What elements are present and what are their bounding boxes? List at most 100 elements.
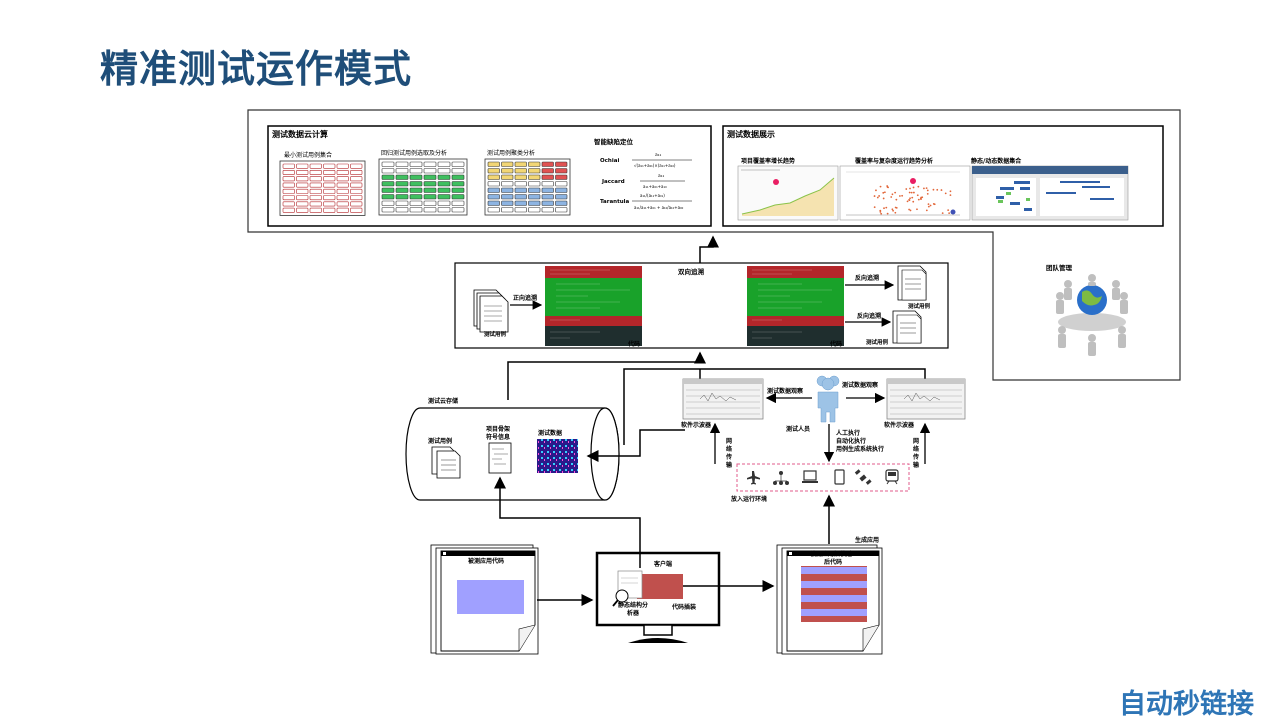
instrumented-label-1: 被测应用插装过	[810, 550, 852, 558]
backward-label-2: 反向追溯	[857, 312, 881, 320]
case-right-label-2: 测试用例	[866, 338, 889, 346]
formula-tarantula: Tarantula	[600, 199, 630, 205]
code-panel-1	[545, 266, 642, 346]
formula-ochiai: Ochiai	[600, 158, 619, 164]
satellite-icon	[854, 469, 872, 485]
runtime-env-box	[736, 463, 910, 492]
magnifier-doc-icon	[612, 570, 643, 607]
skeleton-doc-icon	[488, 442, 512, 474]
tablet-icon	[834, 469, 845, 485]
coverage-complexity-chart	[839, 165, 971, 221]
backward-label-1: 反向追溯	[855, 274, 879, 282]
trace-panel: 双向追溯 测试用例 正向追溯 代码	[454, 262, 949, 349]
svg-text:网: 网	[726, 437, 732, 445]
fault-locate-label: 智能缺陷定位	[594, 137, 634, 146]
coverage-complexity-label: 覆盖率与复杂度运行趋势分析	[854, 157, 933, 165]
device-icons	[747, 469, 899, 485]
team-meeting-icon	[1056, 274, 1128, 356]
bidirectional-label: 双向追溯	[678, 267, 705, 276]
static-dynamic-chart	[971, 165, 1129, 221]
storage-cases-label: 测试用例	[428, 437, 452, 445]
train-icon	[885, 469, 899, 485]
case-doc-left-icon	[473, 289, 509, 333]
code-label-2: 代码	[829, 340, 842, 348]
svg-text:a₁₁+a₀₁+a₁₀: a₁₁+a₀₁+a₁₀	[643, 184, 667, 189]
regression-table	[378, 158, 468, 216]
cluster-analysis-label: 测试用例聚类分析	[487, 149, 535, 157]
team-label: 团队管理	[1046, 263, 1073, 272]
cluster-table	[484, 158, 571, 216]
source-code-block	[457, 580, 524, 614]
source-code-doc	[430, 544, 539, 655]
instrument-label: 代码插装	[671, 603, 696, 611]
skeleton-label-1: 项目骨架	[486, 425, 510, 433]
svg-text:a₁₁: a₁₁	[658, 174, 665, 179]
top-outer-frame	[247, 109, 1181, 381]
display-title: 测试数据展示	[727, 129, 775, 139]
instrumented-label-2: 后代码	[824, 558, 842, 566]
static-analysis-label-1: 静态结构分	[618, 601, 648, 609]
exec-line-1: 人工执行	[836, 429, 860, 437]
storage-title: 测试云存储	[428, 397, 458, 405]
regression-select-label: 回归测试用例选取及分析	[381, 149, 447, 157]
coverage-trend-label: 项目覆盖率增长趋势	[741, 157, 795, 165]
runtime-env-label: 放入运行环境	[730, 495, 767, 503]
brand-logo-text: 自动秒链接	[1119, 689, 1254, 720]
svg-text:a₁₁/(a₁₁+a₀₁): a₁₁/(a₁₁+a₀₁)	[640, 193, 665, 198]
skeleton-label-2: 符号信息	[486, 433, 510, 441]
svg-text:输: 输	[726, 461, 733, 469]
cloud-compute-title: 测试数据云计算	[272, 129, 328, 139]
display-panel: 测试数据展示 项目覆盖率增长趋势 覆盖率与复杂度运行趋势分析 静态/动态数据集合	[722, 125, 1164, 356]
case-left-label: 测试用例	[484, 330, 507, 338]
source-code-label: 被测应用代码	[468, 557, 504, 565]
oscilloscope-2	[886, 378, 966, 420]
page-title: 精准测试运作模式	[100, 47, 413, 91]
laptop-icon	[802, 470, 818, 483]
static-analysis-label-2: 析器	[627, 609, 640, 617]
svg-text:√(a₁₁+a₀₁)×(a₁₁+a₁₀): √(a₁₁+a₀₁)×(a₁₁+a₁₀)	[634, 163, 676, 168]
formula-jaccard: Jaccard	[601, 179, 625, 185]
observe-label-1: 测试数据观察	[767, 387, 804, 395]
instrumented-stripes	[801, 566, 867, 622]
svg-text:传: 传	[725, 453, 732, 461]
forward-label: 正向追溯	[513, 294, 537, 302]
client-monitor-icon	[595, 551, 721, 643]
svg-text:络: 络	[726, 445, 732, 453]
tester-label: 测试人员	[786, 425, 810, 433]
generate-app-label: 生成应用	[855, 536, 879, 544]
code-label-1: 代码	[627, 340, 640, 348]
formula-block: Ochiai a₁₁ √(a₁₁+a₀₁)×(a₁₁+a₁₀) Jaccard …	[600, 153, 692, 210]
airplane-icon	[747, 471, 760, 485]
observe-label-2: 测试数据观察	[842, 381, 879, 389]
network-topology-icon	[773, 471, 789, 485]
svg-text:输: 输	[913, 461, 920, 469]
network-label-left: 网 络 传 输	[725, 437, 733, 469]
oscilloscope-label-1: 软件示波器	[681, 421, 712, 429]
instrument-block	[637, 574, 683, 599]
storage-data-label: 测试数据	[538, 429, 562, 437]
code-panel-2	[747, 266, 844, 346]
case-doc-right-1-icon	[897, 265, 927, 301]
min-case-set-label: 最小测试用例集合	[284, 151, 332, 159]
svg-text:a₁₁: a₁₁	[655, 153, 662, 158]
svg-text:传: 传	[912, 453, 919, 461]
cloud-compute-panel: 测试数据云计算 最小测试用例集合 回归测试用例选取及分析 测试用例聚类分析 智能…	[267, 125, 712, 227]
instrumented-code-doc	[776, 544, 883, 655]
static-dynamic-label: 静态/动态数据集合	[971, 157, 1022, 165]
storage-doc-icon	[431, 446, 461, 479]
svg-text:络: 络	[913, 445, 919, 453]
case-doc-right-2-icon	[892, 310, 922, 344]
matrix-data-icon	[537, 439, 578, 473]
tester-person-icon	[816, 375, 840, 423]
exec-line-2: 自动化执行	[836, 437, 866, 445]
oscilloscope-1	[682, 378, 764, 420]
case-right-label-1: 测试用例	[908, 302, 931, 310]
oscilloscope-label-2: 软件示波器	[884, 421, 915, 429]
exec-line-3: 用例生成系统执行	[835, 445, 884, 453]
client-label: 客户端	[653, 560, 672, 568]
svg-text:a₁₁/a₁₁+a₀₁ + a₁₀/a₁₀+a₀₀: a₁₁/a₁₁+a₀₁ + a₁₀/a₁₀+a₀₀	[634, 205, 684, 210]
network-label-right: 网 络 传 输	[912, 437, 920, 469]
coverage-trend-chart	[737, 165, 839, 221]
svg-text:网: 网	[913, 437, 919, 445]
